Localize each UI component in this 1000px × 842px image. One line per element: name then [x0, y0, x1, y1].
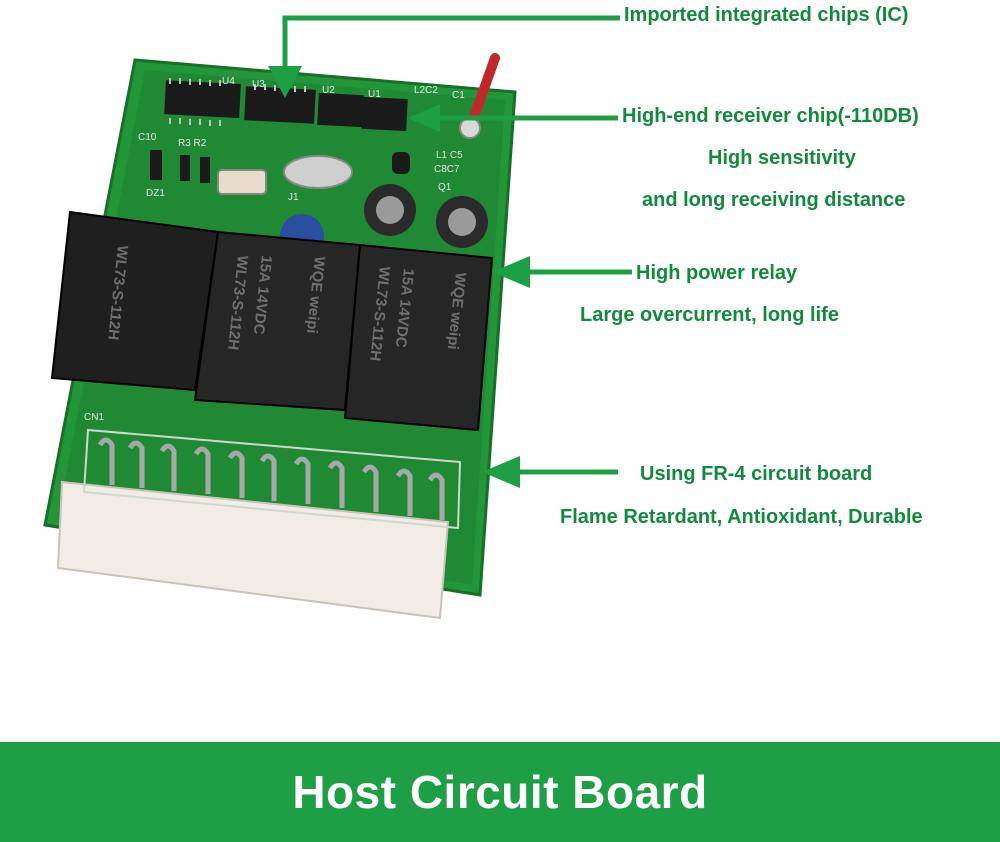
terminal-block — [56, 428, 462, 620]
callout-arrows — [282, 15, 632, 475]
callout-receiving-distance: and long receiving distance — [642, 189, 906, 211]
silk-l2c2: L2C2 — [414, 85, 438, 96]
silk-cn1: CN1 — [84, 412, 104, 423]
callout-flame-retardant: Flame Retardant, Antioxidant, Durable — [560, 506, 923, 528]
callout-overcurrent: Large overcurrent, long life — [580, 304, 839, 326]
silk-j1: J1 — [288, 192, 299, 203]
silk-r3r2: R3 R2 — [178, 138, 207, 149]
banner-title: Host Circuit Board — [292, 766, 708, 818]
silk-c8c7: C8C7 — [434, 164, 460, 175]
callout-receiver-chip: High-end receiver chip(-110DB) — [622, 105, 919, 127]
silk-l1c5: L1 C5 — [436, 150, 463, 161]
callout-ic: Imported integrated chips (IC) — [624, 4, 909, 26]
silk-u1: U1 — [368, 89, 381, 100]
silk-u3: U3 — [252, 79, 265, 90]
callout-high-sensitivity: High sensitivity — [708, 147, 856, 169]
arrow-heads — [268, 66, 530, 488]
ic-pins — [169, 78, 306, 126]
ic-chips — [164, 80, 408, 132]
callout-relay: High power relay — [636, 262, 798, 284]
transistor — [392, 152, 410, 174]
crystal-oscillator — [283, 155, 353, 189]
silk-u4: U4 — [222, 76, 235, 87]
smd-components — [150, 150, 210, 183]
silk-c1: C1 — [452, 90, 465, 101]
relays — [50, 210, 494, 432]
title-banner: Host Circuit Board — [0, 742, 1000, 842]
silk-u2: U2 — [322, 85, 335, 96]
silk-q1: Q1 — [438, 182, 452, 193]
callout-fr4-board: Using FR-4 circuit board — [640, 463, 873, 485]
silk-dz1: DZ1 — [146, 188, 165, 199]
learn-button — [217, 169, 267, 195]
silk-c10: C10 — [138, 132, 157, 143]
terminal-pins — [97, 437, 445, 520]
